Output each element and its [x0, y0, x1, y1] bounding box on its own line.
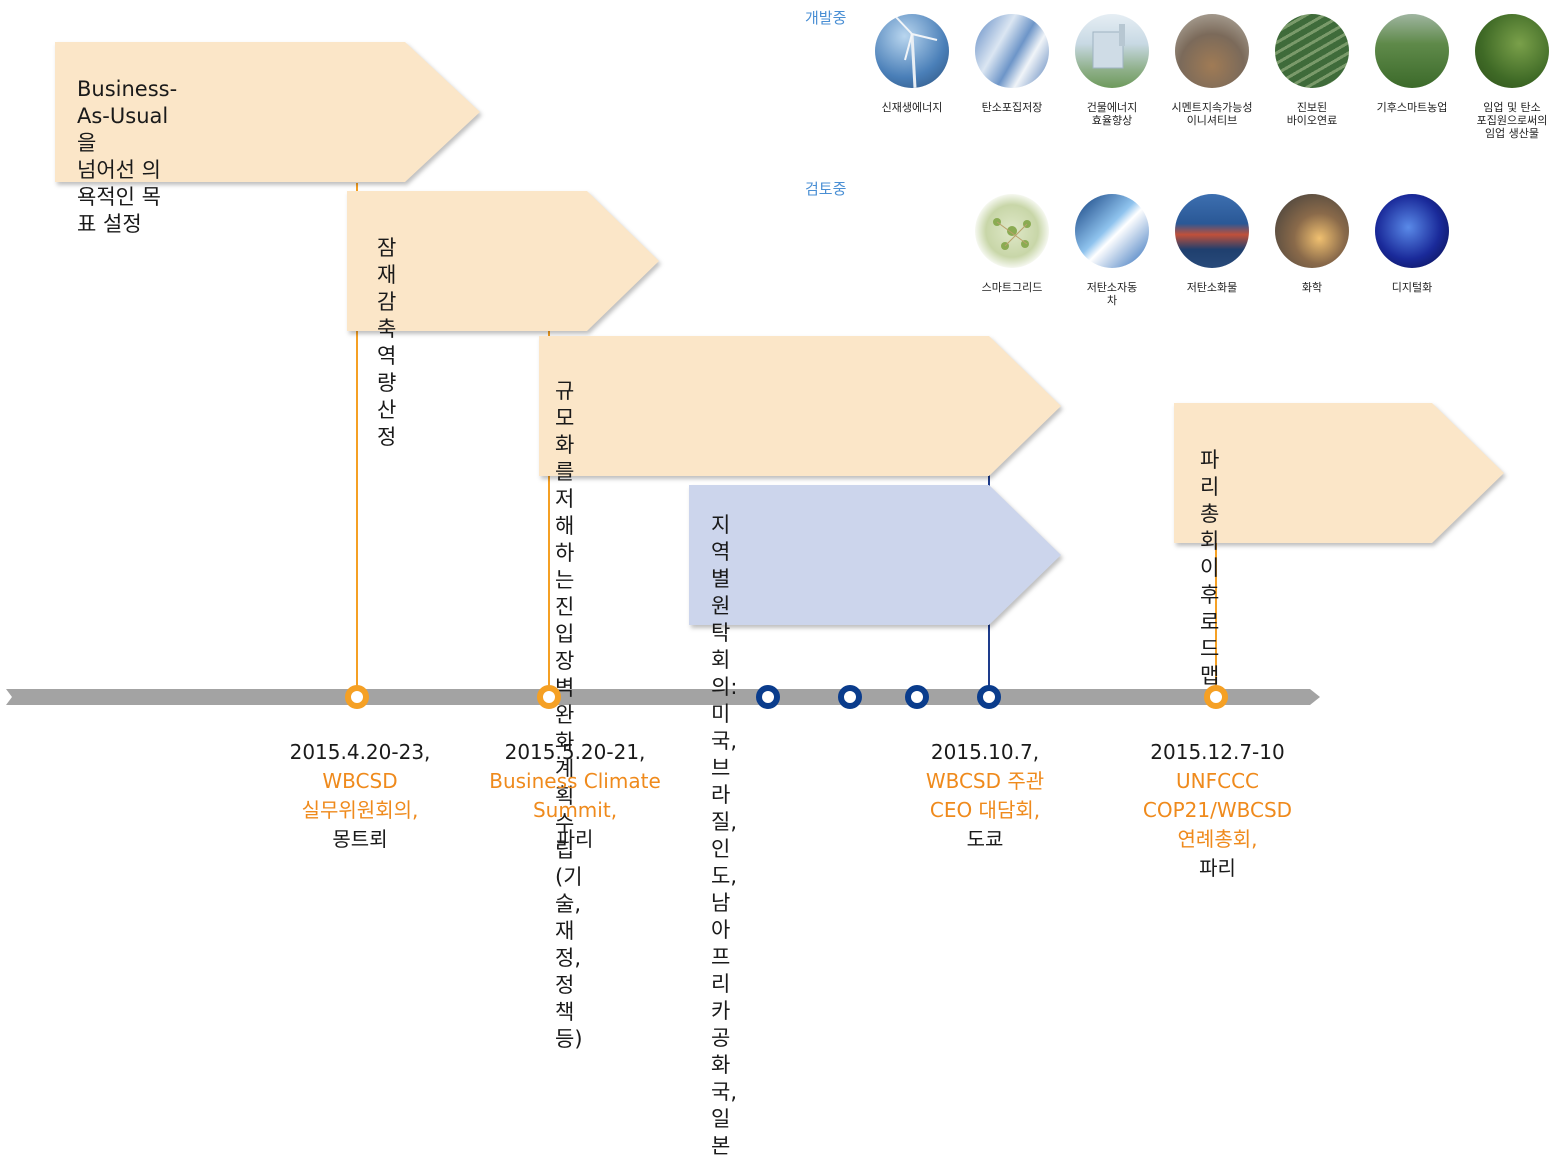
tech-label: 임업 및 탄소 포집원으로써의 임업 생산물 [1476, 101, 1548, 140]
tech-climate-smart-agriculture: 기후스마트농업 [1367, 14, 1457, 114]
tech-chemicals: 화학 [1267, 194, 1357, 294]
event-cop21: 2015.12.7-10 UNFCCC COP21/WBCSD 연례총회, 파리 [1120, 738, 1315, 883]
field-rows-icon [1275, 14, 1349, 88]
network-icon [975, 194, 1049, 268]
event-place: 도쿄 [966, 827, 1004, 851]
refinery-icon [1275, 194, 1349, 268]
tech-low-carbon-vehicle: 저탄소자동 차 [1067, 194, 1157, 307]
tech-label: 건물에너지 효율향상 [1086, 101, 1138, 127]
timeline-node [345, 685, 369, 709]
tech-label: 탄소포집저장 [981, 101, 1043, 114]
tech-label: 신재생에너지 [881, 101, 943, 114]
event-date: 2015.10.7, [930, 740, 1040, 764]
tech-low-carbon-freight: 저탄소화물 [1167, 194, 1257, 294]
tech-label: 시멘트지속가능성 이니셔티브 [1171, 101, 1253, 127]
arrow-label: 지역별 원탁회의: 미국, 브라질, 인도, 남아프리카공화국, 일본 [711, 513, 738, 1158]
arrow-label: Business-As-Usual을 넘어선 의욕적인 목표 설정 [77, 77, 178, 236]
tech-label: 스마트그리드 [981, 281, 1043, 294]
tech-ccs: 탄소포집저장 [967, 14, 1057, 114]
tech-label: 저탄소자동 차 [1086, 281, 1138, 307]
event-name: WBCSD 주관 CEO 대담회, [925, 769, 1045, 822]
arrow-label: 잠재 감축역량 산정 [377, 236, 397, 449]
digital-globe-icon [1375, 194, 1449, 268]
event-name: Business Climate Summit, [489, 769, 661, 822]
tech-cement: 시멘트지속가능성 이니셔티브 [1167, 14, 1257, 127]
event-paris-summit: 2015.5.20-21, Business Climate Summit, 파… [470, 738, 680, 854]
arrow-label: 파리총회 이후 로드맵 [1200, 448, 1220, 688]
building-icon [1075, 14, 1149, 88]
timeline-node [756, 685, 780, 709]
tech-digitalization: 디지털화 [1367, 194, 1457, 294]
tech-label: 기후스마트농업 [1376, 101, 1448, 114]
tech-renewable-energy: 신재생에너지 [867, 14, 957, 114]
section-label-reviewing: 검토중 [805, 180, 847, 198]
tech-label: 저탄소화물 [1186, 281, 1238, 294]
wind-turbine-icon [875, 14, 949, 88]
forest-icon [1475, 14, 1549, 88]
tech-biofuel: 진보된 바이오연료 [1267, 14, 1357, 127]
connector-line [356, 183, 358, 693]
event-tokyo: 2015.10.7, WBCSD 주관 CEO 대담회, 도쿄 [890, 738, 1080, 854]
pipes-icon [975, 14, 1049, 88]
tech-label: 디지털화 [1391, 281, 1433, 294]
container-ship-icon [1175, 194, 1249, 268]
arrow-label: 규모화를 저해하는 진입장벽 완화 계획 수립 (기술, 재정, 정책 등) [555, 379, 583, 1051]
timeline-node [838, 685, 862, 709]
event-place: 몽트뢰 [332, 827, 388, 851]
event-montreux: 2015.4.20-23, WBCSD 실무위원회의, 몽트뢰 [260, 738, 460, 854]
section-label-developing: 개발중 [805, 9, 847, 27]
tech-forestry: 임업 및 탄소 포집원으로써의 임업 생산물 [1467, 14, 1557, 140]
tech-label: 진보된 바이오연료 [1286, 101, 1338, 127]
timeline-node [905, 685, 929, 709]
tech-building-efficiency: 건물에너지 효율향상 [1067, 14, 1157, 127]
light-streaks-icon [1075, 194, 1149, 268]
timeline-node [1204, 685, 1228, 709]
event-name: WBCSD 실무위원회의, [301, 769, 419, 822]
connector-line [1215, 540, 1217, 693]
cement-icon [1175, 14, 1249, 88]
event-date: 2015.4.20-23, [289, 740, 431, 764]
rice-terrace-icon [1375, 14, 1449, 88]
tech-label: 화학 [1301, 281, 1323, 294]
event-name: UNFCCC COP21/WBCSD 연례총회, [1142, 769, 1293, 851]
connector-line [548, 331, 550, 693]
timeline-node [537, 685, 561, 709]
event-date: 2015.5.20-21, [504, 740, 646, 764]
event-place: 파리 [556, 827, 594, 851]
timeline-node [977, 685, 1001, 709]
tech-smart-grid: 스마트그리드 [967, 194, 1057, 294]
event-place: 파리 [1199, 856, 1236, 880]
event-date: 2015.12.7-10 [1150, 740, 1285, 764]
